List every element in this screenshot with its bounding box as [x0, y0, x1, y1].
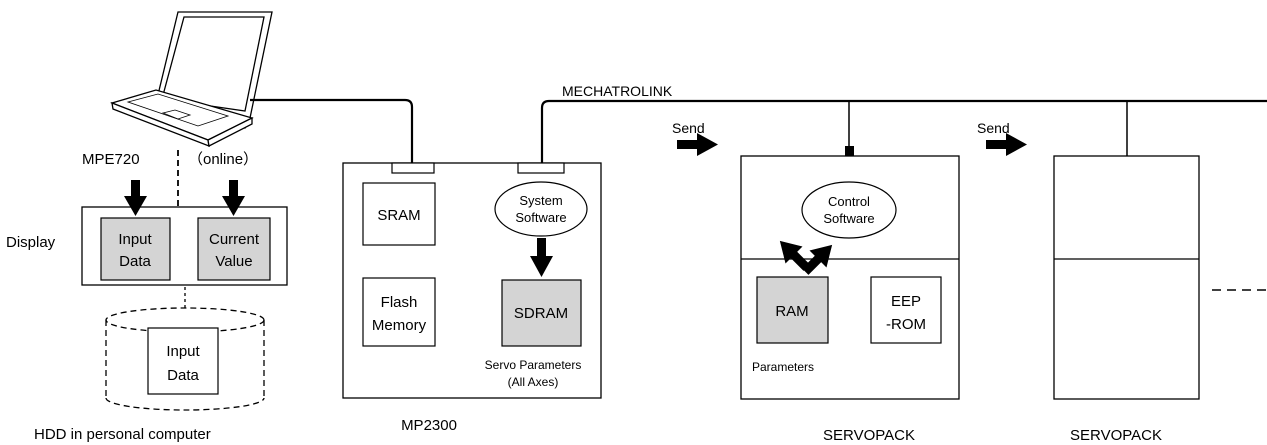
- control-software-ellipse: [801, 181, 897, 239]
- eeprom-box: [870, 276, 942, 344]
- display-label: Display: [6, 234, 56, 251]
- flash-memory-box: [362, 277, 436, 347]
- flash-label-1: Flash: [381, 294, 418, 311]
- sdram-box: [501, 279, 582, 347]
- arrow-down-icon: [124, 180, 147, 216]
- mp2300-port-2: [517, 162, 565, 174]
- system-software-ellipse: [494, 181, 588, 237]
- send-label-1: Send: [672, 120, 705, 136]
- arrow-diagonal-down-left-icon: [779, 240, 810, 271]
- laptop-icon: [109, 11, 273, 148]
- mechatrolink-label: MECHATROLINK: [562, 83, 673, 99]
- hdd-input-data-box: [147, 327, 219, 395]
- current-value-box: [197, 217, 271, 281]
- hdd-input-label-1: Input: [166, 343, 200, 360]
- sdram-label: SDRAM: [514, 305, 568, 322]
- system-software-label-1: System: [519, 193, 562, 208]
- servo-params-label-1: Servo Parameters: [485, 358, 582, 372]
- servopack-1-caption: SERVOPACK: [823, 427, 915, 444]
- mpe720-label: MPE720: [82, 151, 140, 168]
- servopack-2-caption: SERVOPACK: [1070, 427, 1162, 444]
- mechatrolink-bus: [540, 99, 1267, 163]
- control-software-label-1: Control: [828, 194, 870, 209]
- sram-label: SRAM: [377, 207, 420, 224]
- eeprom-label-1: EEP: [891, 293, 921, 310]
- laptop-cable: [250, 98, 414, 163]
- online-label: （online）: [188, 151, 258, 168]
- hdd-caption: HDD in personal computer: [34, 426, 211, 443]
- mp2300-caption: MP2300: [401, 417, 457, 434]
- system-software-label-2: Software: [515, 210, 566, 225]
- hdd-input-label-2: Data: [167, 367, 199, 384]
- servopack-2-unit: [1053, 155, 1200, 400]
- arrow-right-icon: [677, 133, 718, 156]
- control-software-label-2: Software: [823, 211, 874, 226]
- arrow-down-icon: [222, 180, 245, 216]
- arrow-diagonal-up-right-icon: [802, 244, 833, 275]
- arrow-down-icon: [530, 238, 553, 277]
- send-label-2: Send: [977, 120, 1010, 136]
- current-value-label-1: Current: [209, 231, 260, 248]
- input-data-label-1: Input: [118, 231, 152, 248]
- arrow-right-icon: [986, 133, 1027, 156]
- mp2300-port-1: [391, 162, 435, 174]
- ram-label: RAM: [775, 303, 808, 320]
- servo-params-label-2: (All Axes): [508, 375, 559, 389]
- input-data-label-2: Data: [119, 253, 151, 270]
- ram-box: [756, 276, 829, 344]
- parameters-label: Parameters: [752, 360, 814, 374]
- input-data-box: [100, 217, 171, 281]
- current-value-label-2: Value: [215, 253, 252, 270]
- eeprom-label-2: -ROM: [886, 316, 926, 333]
- sram-box: [362, 182, 436, 246]
- flash-label-2: Memory: [372, 317, 427, 334]
